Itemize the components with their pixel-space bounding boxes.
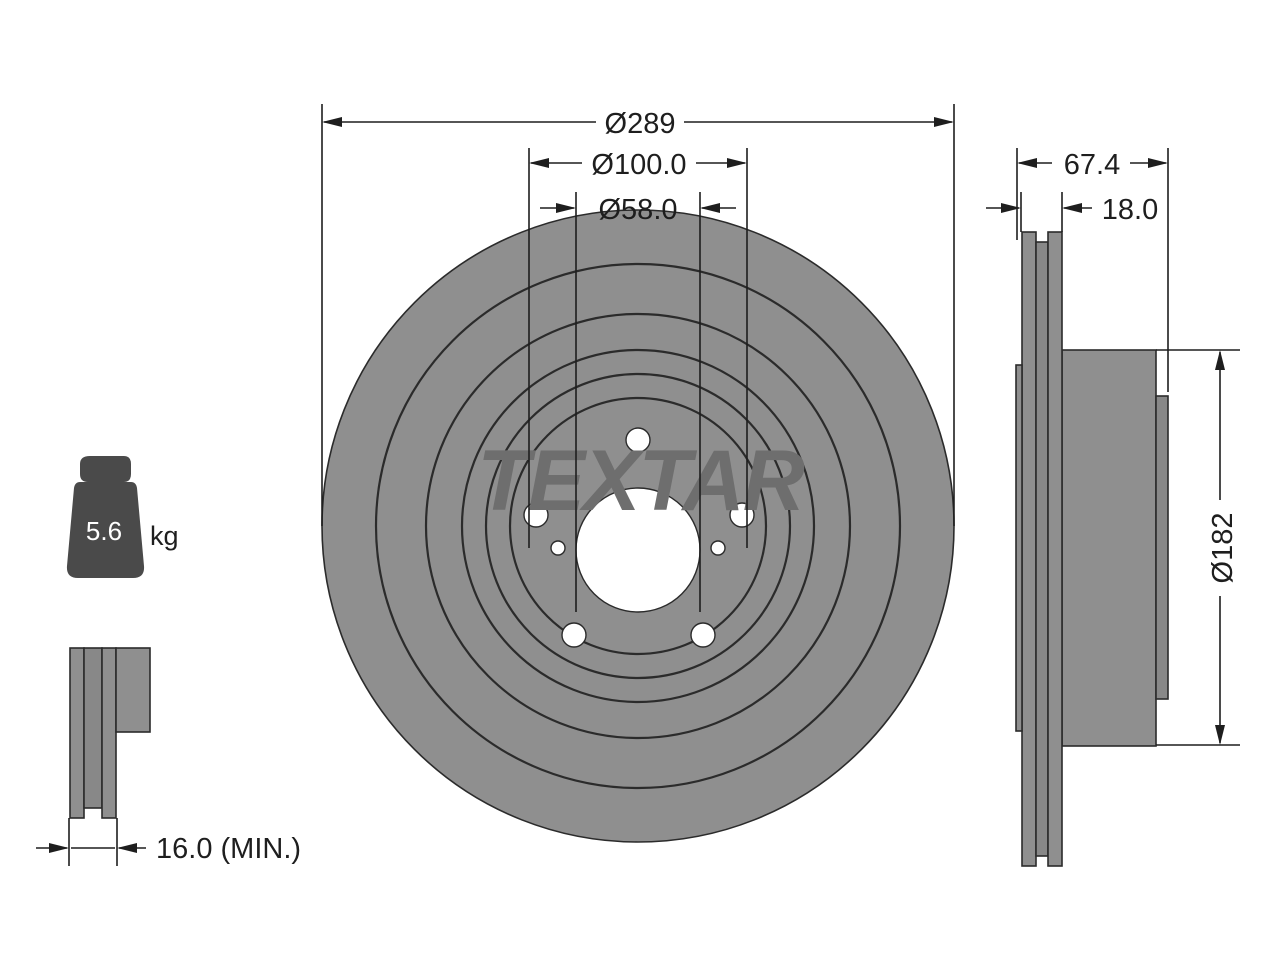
disc-thickness-label: 18.0 xyxy=(1102,194,1158,226)
min-thickness-label: 16.0 (MIN.) xyxy=(156,833,301,865)
outer-diameter-dimension: Ø289 xyxy=(321,104,955,526)
bolt-circle-label: Ø100.0 xyxy=(591,149,686,181)
weight-unit: kg xyxy=(150,521,179,551)
bolt-hole xyxy=(625,427,651,453)
section-hub xyxy=(115,647,151,733)
hat-diameter-label: Ø182 xyxy=(1207,513,1239,584)
disc-friction-ring-edge xyxy=(374,262,902,790)
bolt-hole xyxy=(561,622,587,648)
bolt-hole xyxy=(690,622,716,648)
disc-front-view: TEXTAR xyxy=(321,209,955,843)
min-thickness-section: 16.0 (MIN.) xyxy=(36,647,301,866)
disc-side-view xyxy=(1015,231,1169,867)
bolt-circle-dimension: Ø100.0 xyxy=(528,148,748,548)
hat-outer-ring xyxy=(424,312,852,740)
bolt-hole xyxy=(523,502,549,528)
section-plate-inner xyxy=(101,647,117,819)
center-bore-dimension: Ø58.0 xyxy=(540,192,736,612)
section-vent-vane xyxy=(83,647,103,809)
disc-thickness-dimension: 18.0 xyxy=(986,192,1158,232)
weight-icon: 5.6 xyxy=(66,456,145,578)
side-hub-body xyxy=(1061,349,1157,747)
bolt-hole xyxy=(729,502,755,528)
side-hat-lip xyxy=(1015,364,1023,732)
side-hub-flange xyxy=(1155,395,1169,700)
locating-hole xyxy=(710,540,726,556)
hat-diameter-dimension: Ø182 xyxy=(1156,349,1240,746)
center-bore-label: Ø58.0 xyxy=(599,194,678,226)
section-plate-outer xyxy=(69,647,85,819)
side-vent-vane xyxy=(1035,241,1049,857)
hub-ring xyxy=(484,372,792,680)
side-friction-plate-inner xyxy=(1047,231,1063,867)
brand-logo: TEXTAR xyxy=(477,433,805,529)
total-height-label: 67.4 xyxy=(1064,149,1120,181)
weight-value: 5.6 xyxy=(86,516,122,546)
side-friction-plate-outer xyxy=(1021,231,1037,867)
hat-inner-ring xyxy=(460,348,816,704)
hub-inner-ring xyxy=(508,396,768,656)
outer-diameter-label: Ø289 xyxy=(605,108,676,140)
locating-hole xyxy=(550,540,566,556)
total-height-dimension: 67.4 xyxy=(1016,148,1169,392)
